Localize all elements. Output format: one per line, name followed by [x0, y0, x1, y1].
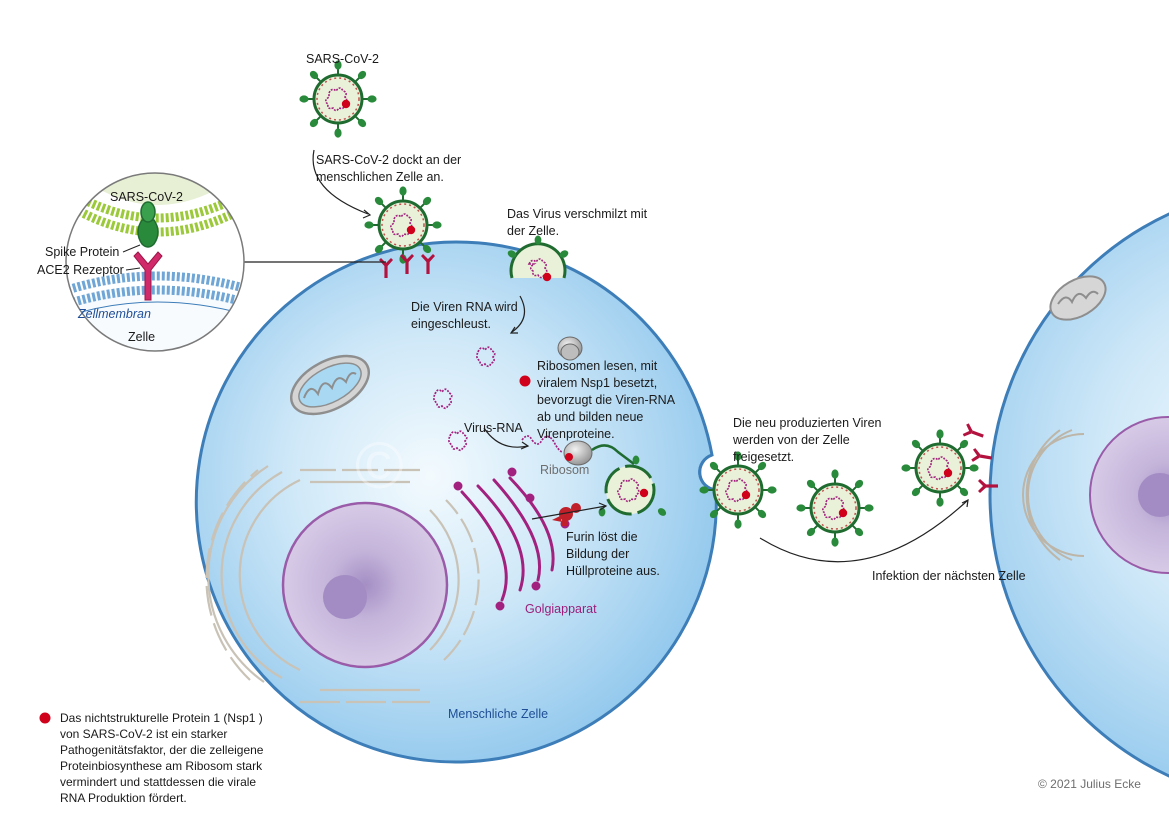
virus-docking: [362, 184, 444, 266]
neighbour-cell: [988, 212, 1169, 778]
release-label: Die neu produzierten Viren werden von de…: [732, 416, 885, 464]
new-protein-strand: [591, 444, 635, 465]
virus-rna-label: Virus-RNA: [464, 421, 523, 435]
virus-released: [794, 467, 876, 549]
nsp1-marker-icon: [519, 375, 531, 387]
neighbour-mitochondrion: [1049, 275, 1107, 321]
human-cell-label: Menschliche Zelle: [448, 707, 548, 721]
ribosome-on-rna-icon: [563, 440, 593, 466]
footnote: Das nichtstrukturelle Protein 1 (Nsp1 ) …: [39, 711, 267, 805]
neighbour-er: [1022, 429, 1085, 561]
ribosome-description: Ribosomen lesen, mit viralem Nsp1 besetz…: [519, 359, 678, 441]
inset-membrane-label: Zellmembran: [77, 307, 151, 321]
svg-text:Ribosomen lesen, mit vir: Ribosomen lesen, mit viralem Nsp1 besetz…: [537, 359, 678, 441]
virus-approaching: [297, 58, 379, 140]
inset-virus-label: SARS-CoV-2: [110, 190, 183, 204]
rna-entry-label: Die Viren RNA wird eingeschleust.: [411, 300, 521, 331]
svg-text:Das nichtstrukturelle Protein: Das nichtstrukturelle Protein 1 (Nsp1 ) …: [60, 711, 267, 805]
nucleus: [281, 501, 449, 669]
neighbour-nucleus: [1089, 416, 1169, 574]
golgi-apparatus: [453, 467, 570, 611]
mitochondrion: [289, 354, 371, 416]
membrane-zoom-inset: [65, 172, 245, 352]
endoplasmic-reticulum: [205, 465, 480, 704]
virus-infecting: [899, 427, 981, 509]
nsp1-legend-icon: [39, 712, 51, 724]
copyright: © 2021 Julius Ecke: [1038, 777, 1141, 791]
inset-spike-label: Spike Protein: [45, 245, 119, 259]
virus-fusing: [507, 235, 569, 282]
infection-label: Infektion der nächsten Zelle: [872, 569, 1026, 583]
ace2-pointer: [125, 267, 141, 271]
process-arrows: [244, 149, 969, 563]
golgi-label: Golgiapparat: [525, 602, 597, 616]
assembling-virus: [598, 455, 667, 517]
watermark: ©: [355, 428, 404, 502]
furin-label: Furin löst die Bildung der Hüllproteine …: [566, 530, 660, 578]
ace2-receptor: [962, 422, 986, 443]
virus-label: SARS-CoV-2: [306, 52, 379, 66]
ace2-receptor: [970, 447, 994, 465]
fusion-label: Das Virus verschmilzt mit der Zelle.: [507, 207, 651, 238]
spike-pointer: [122, 244, 141, 253]
ribosome-icon: [557, 336, 583, 361]
inset-cell-label: Zelle: [128, 330, 155, 344]
rna-strand-translated: [521, 435, 563, 453]
docking-label: SARS-CoV-2 dockt an der menschlichen Zel…: [316, 153, 465, 184]
ribosom-label: Ribosom: [540, 463, 589, 477]
inset-ace2-label: ACE2 Rezeptor: [37, 263, 124, 277]
furin-enzyme-icon: [552, 503, 581, 526]
